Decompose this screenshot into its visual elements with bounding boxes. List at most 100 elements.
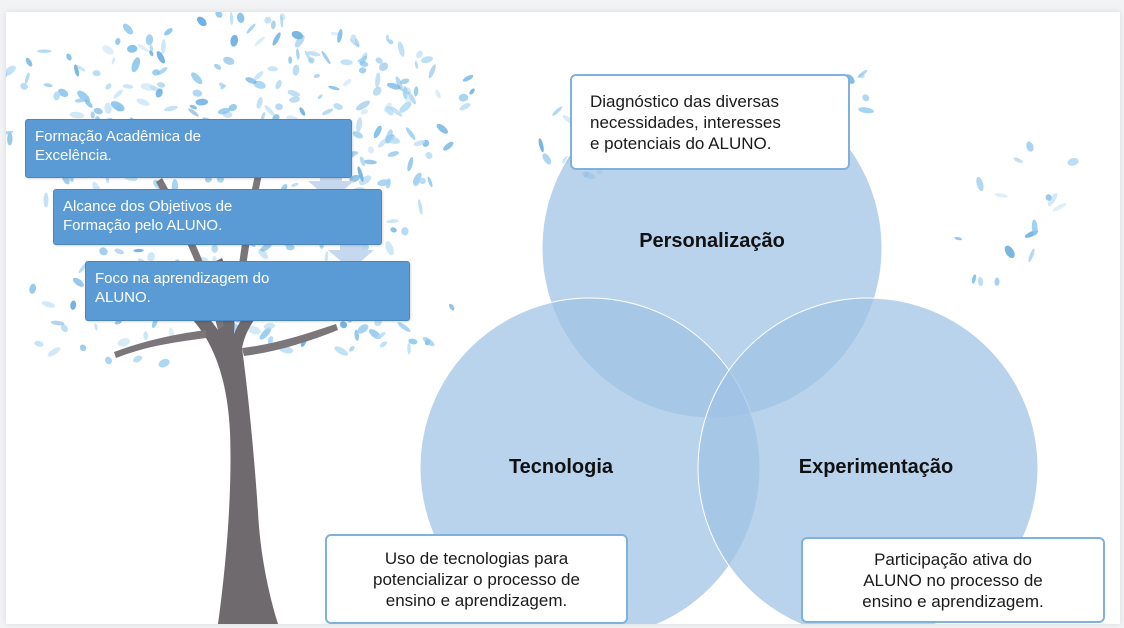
leaf: [189, 104, 198, 110]
leaf: [133, 248, 144, 253]
leaf: [72, 277, 84, 287]
leaf: [322, 108, 334, 116]
leaf: [191, 72, 203, 85]
leaf: [285, 244, 295, 251]
leaf: [386, 82, 401, 90]
leaf: [157, 67, 168, 75]
leaf: [76, 64, 86, 72]
leaf: [122, 84, 134, 89]
leaf: [70, 300, 77, 310]
leaf: [397, 322, 411, 333]
leaf: [156, 82, 166, 88]
leaf: [114, 320, 122, 325]
leaf: [352, 131, 363, 139]
leaf: [264, 105, 275, 117]
leaf: [977, 276, 984, 287]
leaf: [402, 86, 408, 100]
leaf: [367, 146, 375, 154]
leaf: [385, 241, 394, 256]
leaf: [1045, 194, 1052, 201]
leaf: [137, 43, 150, 53]
leaf: [53, 91, 61, 101]
leaf: [399, 101, 412, 113]
leaf: [158, 358, 170, 368]
leaf: [254, 71, 264, 81]
leaf: [6, 130, 14, 135]
leaf: [127, 44, 138, 53]
leaf: [43, 83, 53, 88]
leaf: [386, 219, 399, 224]
leaf: [133, 355, 143, 363]
leaf: [357, 324, 369, 334]
leaf: [387, 151, 400, 157]
leaf: [994, 193, 1008, 198]
leaf: [994, 277, 1000, 286]
leaf: [84, 99, 93, 108]
leaf: [164, 28, 173, 36]
leaf: [387, 39, 394, 45]
leaf: [160, 39, 166, 55]
leaf: [291, 30, 303, 40]
leaf: [93, 107, 103, 115]
leaf: [363, 159, 377, 165]
leaf: [407, 156, 414, 172]
step-3-line-1: Foco na aprendizagem do: [95, 270, 270, 287]
leaf: [458, 93, 469, 102]
leaf: [324, 251, 329, 263]
leaf: [358, 67, 367, 74]
leaf: [228, 104, 238, 112]
leaf: [79, 344, 87, 352]
leaf: [449, 303, 455, 311]
leaf: [102, 45, 114, 55]
leaf: [256, 97, 263, 109]
leaf: [350, 34, 357, 43]
leaf: [20, 82, 28, 90]
leaf: [330, 31, 339, 36]
callout-top-line-2: necessidades, interesses: [590, 112, 781, 132]
callout-top-line-1: Diagnóstico das diversas: [590, 91, 779, 111]
leaf: [47, 347, 61, 357]
leaf: [976, 176, 984, 192]
leaf: [858, 107, 875, 114]
leaf: [400, 78, 410, 85]
leaf: [407, 342, 411, 355]
leaf: [258, 248, 269, 260]
leaf: [155, 88, 163, 98]
leaf: [113, 89, 123, 99]
leaf: [7, 132, 13, 146]
leaf: [459, 103, 471, 111]
callout-left-line-2: potencializar o processo de: [373, 569, 580, 589]
leaf: [552, 106, 563, 116]
leaf: [862, 94, 870, 102]
leaf: [378, 138, 388, 148]
leaf: [115, 38, 121, 45]
step-3-line-2: ALUNO.: [95, 289, 151, 306]
leaf: [372, 86, 382, 96]
callout-right-line-3: ensino e aprendizagem.: [862, 591, 1044, 611]
leaf: [213, 63, 222, 70]
leaf: [50, 320, 65, 326]
leaf: [334, 346, 349, 356]
leaf: [413, 172, 422, 185]
leaf: [469, 88, 475, 95]
leaf: [288, 56, 293, 64]
leaf: [377, 179, 391, 187]
leaf: [857, 69, 868, 78]
leaf: [425, 152, 433, 159]
leaf: [356, 117, 363, 133]
leaf: [1031, 219, 1038, 236]
leaf: [254, 36, 265, 46]
leaf: [373, 125, 382, 139]
leaf: [435, 89, 441, 99]
leaf: [61, 324, 68, 333]
leaf: [197, 16, 207, 27]
leaf: [117, 338, 131, 347]
leaf: [147, 252, 155, 262]
leaf: [156, 51, 165, 64]
leaf: [401, 227, 409, 236]
leaf: [340, 59, 353, 66]
leaf: [92, 70, 101, 77]
leaf: [443, 141, 454, 151]
leaf: [357, 166, 364, 182]
callout-top-line-3: e potenciais do ALUNO.: [590, 133, 772, 153]
